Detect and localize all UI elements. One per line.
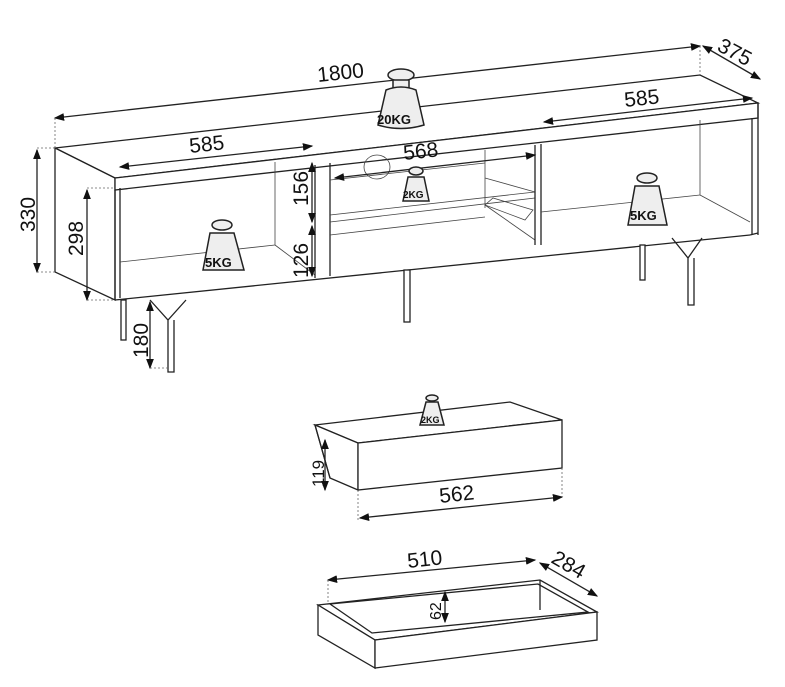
drawer: 2KG 119 562 bbox=[309, 394, 564, 521]
tray-depth-label: 284 bbox=[548, 546, 590, 584]
depth-375-label: 375 bbox=[714, 34, 756, 71]
right-width-label: 585 bbox=[623, 85, 660, 112]
height-330-label: 330 bbox=[17, 197, 40, 232]
drawer-box: 510 284 62 bbox=[316, 546, 600, 670]
svg-text:5KG: 5KG bbox=[205, 255, 232, 270]
weight-2kg-icon: 2KG bbox=[402, 166, 430, 202]
svg-text:2KG: 2KG bbox=[403, 190, 424, 201]
tray-width-label: 510 bbox=[406, 546, 443, 573]
width-1800-label: 1800 bbox=[316, 59, 365, 87]
weight-2kg-drawer-icon bbox=[419, 401, 445, 426]
tray-height-label: 62 bbox=[428, 602, 445, 620]
left-width-label: 585 bbox=[188, 131, 225, 158]
svg-text:20KG: 20KG bbox=[377, 112, 411, 127]
drawer-width-label: 562 bbox=[438, 481, 475, 508]
drawer-height-label: 119 bbox=[309, 460, 328, 487]
middle-width-label: 568 bbox=[402, 138, 439, 165]
weight-20kg-icon: 20KG bbox=[377, 68, 425, 130]
svg-text:2KG: 2KG bbox=[421, 415, 440, 425]
leg-height-180-label: 180 bbox=[130, 323, 153, 358]
weight-5kg-left-icon: 5KG bbox=[202, 219, 245, 271]
drawer-slide-icon bbox=[484, 197, 534, 221]
weight-5kg-right-icon: 5KG bbox=[627, 172, 668, 226]
inner-height-298-label: 298 bbox=[65, 221, 88, 256]
lower-height-126-label: 126 bbox=[290, 243, 313, 278]
svg-text:5KG: 5KG bbox=[630, 208, 657, 223]
cabinet-legs bbox=[120, 237, 703, 373]
upper-height-156-label: 156 bbox=[290, 171, 313, 206]
